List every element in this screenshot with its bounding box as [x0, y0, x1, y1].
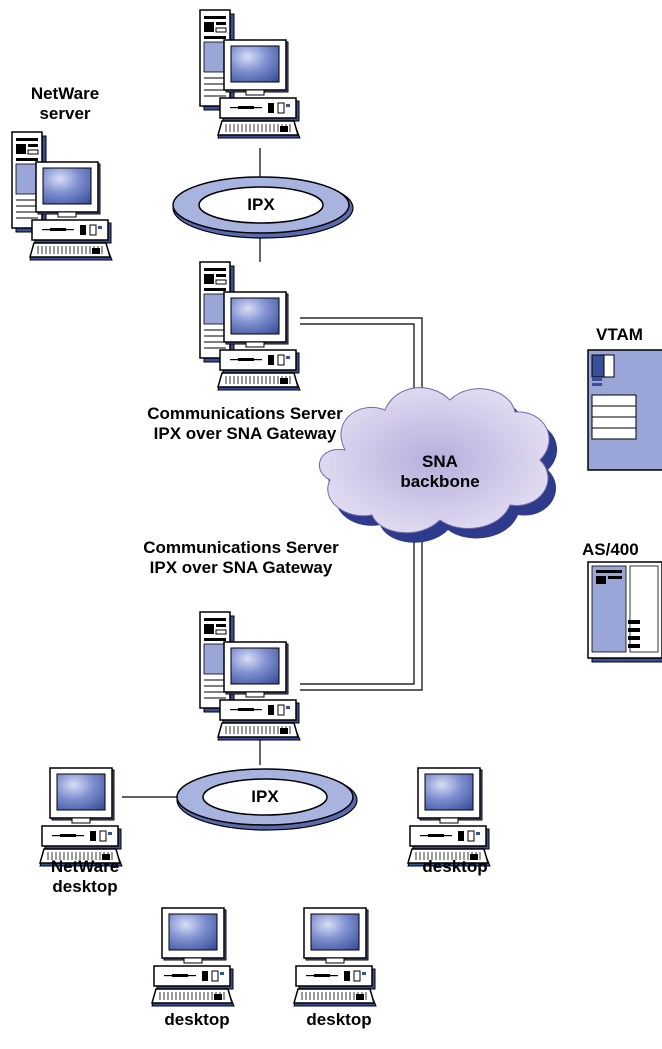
desktop-bottom-right-icon — [294, 908, 376, 1006]
netware-desktop-label: NetWare desktop — [30, 857, 140, 897]
netware-server-label-line1: NetWare — [30, 84, 100, 103]
netware-desktop-label-line2: desktop — [52, 877, 118, 896]
netware-desktop-icon — [40, 768, 122, 866]
gateway-top-server-icon — [200, 262, 300, 390]
ipx-ring-top — [172, 176, 354, 239]
desktop-bottom-right-label: desktop — [306, 1010, 372, 1029]
vtam-label: VTAM — [596, 325, 643, 344]
as400-label: AS/400 — [582, 540, 639, 559]
sna-backbone-label-line2: backbone — [400, 472, 480, 491]
gateway-bottom-label-line2: IPX over SNA Gateway — [149, 558, 333, 577]
ipx-ring-bottom — [176, 768, 358, 831]
as400-host-icon — [587, 561, 662, 663]
netware-desktop-label-line1: NetWare — [50, 857, 120, 876]
gateway-top-label: Communications Server IPX over SNA Gatew… — [110, 404, 380, 444]
netware-server-label: NetWare server — [10, 84, 120, 124]
desktop-bottom-left-icon — [152, 908, 234, 1006]
sna-backbone-label: SNA backbone — [380, 452, 500, 492]
gateway-top-label-line2: IPX over SNA Gateway — [153, 424, 337, 443]
vtam-host-icon — [587, 349, 662, 471]
gateway-bottom-label-line1: Communications Server — [143, 538, 339, 557]
sna-backbone-label-line1: SNA — [422, 452, 458, 471]
gateway-bottom-label: Communications Server IPX over SNA Gatew… — [106, 538, 376, 578]
desktop-bottom-left-label: desktop — [164, 1010, 230, 1029]
top-server-icon — [200, 10, 300, 138]
sna-backbone-cloud — [318, 387, 558, 543]
ipx-bottom-label: IPX — [251, 787, 279, 806]
ipx-top-label: IPX — [247, 195, 275, 214]
gateway-bottom-server-icon — [200, 612, 300, 740]
netware-server-label-line2: server — [39, 104, 91, 123]
netware-server-icon — [12, 132, 112, 260]
desktop-right-label: desktop — [422, 857, 488, 876]
gateway-top-label-line1: Communications Server — [147, 404, 343, 423]
desktop-right-icon — [408, 768, 490, 866]
